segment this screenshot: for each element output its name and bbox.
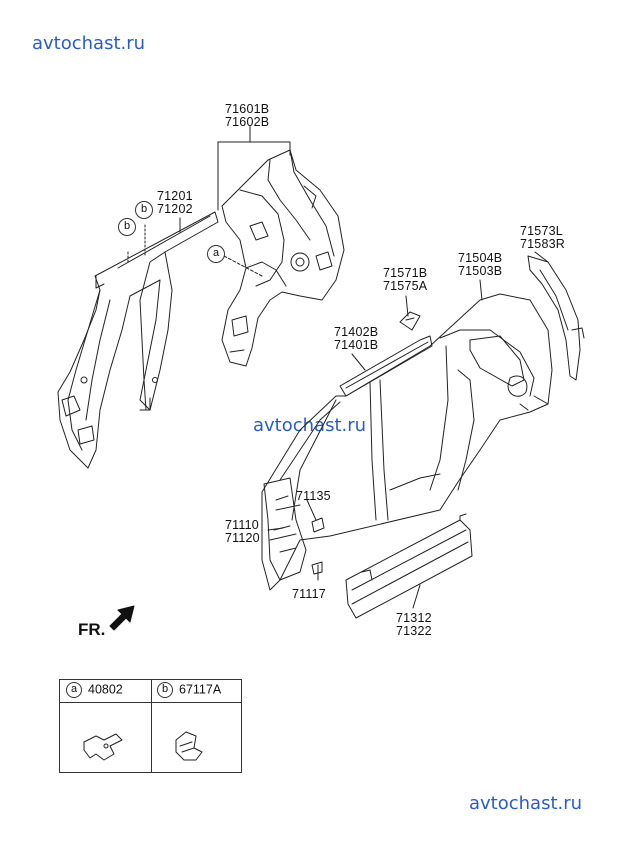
callout-b-left: b bbox=[118, 218, 136, 236]
callout-b-right: b bbox=[135, 201, 153, 219]
legend-part-a-icon bbox=[83, 733, 123, 761]
legend-letter-a: a bbox=[66, 682, 82, 698]
label-71583R: 71583R bbox=[520, 237, 565, 251]
legend-header-row bbox=[60, 680, 241, 703]
label-71503B: 71503B bbox=[458, 264, 503, 278]
legend-divider bbox=[151, 680, 152, 772]
watermark-bottom: avtochast.ru bbox=[469, 793, 583, 814]
label-71312: 71312 bbox=[396, 611, 432, 625]
label-71571B: 71571B bbox=[383, 266, 428, 280]
label-71602B: 71602B bbox=[225, 115, 270, 129]
legend-letter-b: b bbox=[157, 682, 173, 698]
legend-part-b-icon bbox=[175, 731, 203, 761]
label-71402B: 71402B bbox=[334, 325, 379, 339]
legend-table: a 40802 b 67117A bbox=[59, 679, 242, 773]
watermark-middle: avtochast.ru bbox=[253, 415, 367, 436]
label-71573L: 71573L bbox=[520, 224, 563, 238]
legend-part-b: 67117A bbox=[179, 682, 222, 697]
label-71120: 71120 bbox=[225, 531, 260, 545]
legend-part-a: 40802 bbox=[88, 682, 123, 697]
label-71575A: 71575A bbox=[383, 279, 428, 293]
rear-bracket-part bbox=[527, 255, 585, 381]
front-arrow-icon bbox=[109, 605, 135, 631]
clip-part bbox=[399, 311, 421, 331]
quarter-inner-part bbox=[221, 149, 345, 367]
watermark-top: avtochast.ru bbox=[32, 33, 146, 54]
label-71202: 71202 bbox=[157, 202, 193, 216]
label-71504B: 71504B bbox=[458, 251, 503, 265]
front-direction-label: FR. bbox=[78, 620, 106, 639]
label-71201: 71201 bbox=[157, 189, 193, 203]
label-71322: 71322 bbox=[396, 624, 432, 638]
label-71401B: 71401B bbox=[334, 338, 379, 352]
legend-cell-b: b 67117A bbox=[157, 682, 221, 698]
label-71110: 71110 bbox=[225, 518, 259, 532]
outer-side-panel-part bbox=[261, 293, 553, 591]
label-71117: 71117 bbox=[292, 587, 326, 601]
label-71135: 71135 bbox=[296, 489, 331, 503]
callout-a: a bbox=[207, 245, 225, 263]
side-sill-part bbox=[345, 513, 473, 619]
label-71601B: 71601B bbox=[225, 102, 270, 116]
front-pillar-lower-part bbox=[263, 477, 307, 581]
leader-lines bbox=[179, 125, 549, 609]
small-clip-parts bbox=[311, 517, 325, 575]
legend-cell-a: a 40802 bbox=[66, 682, 123, 698]
roof-rail-part bbox=[339, 335, 433, 397]
inner-pillar-part bbox=[57, 211, 219, 469]
